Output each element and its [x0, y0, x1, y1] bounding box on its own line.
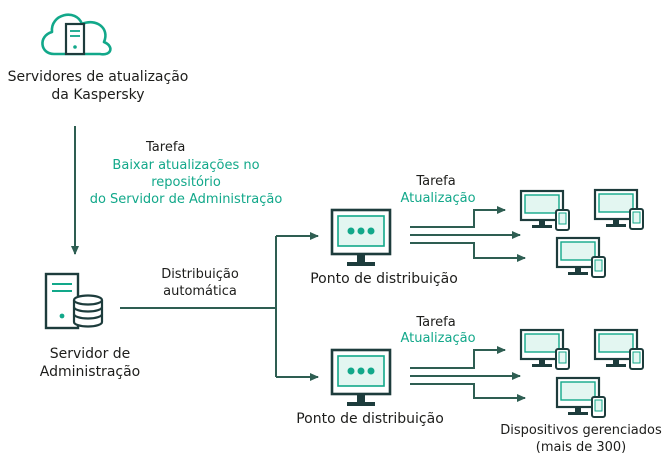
- admin-server-label: Servidor de Administração: [40, 345, 140, 381]
- admin-server-line1: Servidor de: [49, 346, 131, 362]
- update-arrows-bottom: [410, 346, 526, 402]
- distribution-point-bottom-label: Ponto de distribuição: [296, 411, 444, 427]
- distribution-connector: [120, 232, 319, 381]
- managed-device-icon: [595, 190, 643, 229]
- cloud-server-icon: [41, 13, 112, 56]
- managed-device-icon: [557, 238, 605, 277]
- distribution-point-icon-top: [330, 208, 392, 268]
- admin-server-line2: Administração: [39, 364, 141, 381]
- managed-devices-line2: (mais de 300): [535, 439, 627, 455]
- update-servers-line2: da Kaspersky: [51, 87, 145, 104]
- managed-devices-label: Dispositivos gerenciados (mais de 300): [500, 423, 662, 457]
- task-download-name: Baixar atualizações no repositório do Se…: [90, 158, 283, 209]
- managed-devices-line1: Dispositivos gerenciados: [500, 423, 662, 438]
- update-servers-label: Servidores de atualização da Kaspersky: [8, 68, 189, 104]
- task-download-line2: repositório: [151, 174, 221, 190]
- update-servers-line1: Servidores de atualização: [7, 69, 189, 85]
- update-arrows-top: [410, 206, 526, 262]
- distribution-point-top-label: Ponto de distribuição: [310, 271, 458, 287]
- auto-distribution-line2: automática: [163, 283, 237, 299]
- task-update-top-label: Tarefa: [416, 174, 456, 189]
- managed-device-icon: [521, 330, 569, 369]
- admin-server-icon: [44, 272, 104, 330]
- task-update-bottom-name: Atualização: [400, 331, 476, 346]
- auto-distribution-line1: Distribuição: [161, 267, 239, 282]
- managed-device-icon: [521, 191, 569, 230]
- task-download-line1: Baixar atualizações no: [112, 158, 260, 173]
- managed-device-icon: [557, 378, 605, 417]
- task-update-top-name: Atualização: [400, 191, 476, 206]
- managed-device-icon: [595, 330, 643, 369]
- task-download-line3: do Servidor de Administração: [89, 191, 283, 207]
- task-update-bottom-label: Tarefa: [416, 315, 456, 330]
- auto-distribution-label: Distribuição automática: [161, 267, 239, 301]
- task-download-label: Tarefa: [146, 140, 186, 155]
- distribution-point-icon-bottom: [330, 348, 392, 408]
